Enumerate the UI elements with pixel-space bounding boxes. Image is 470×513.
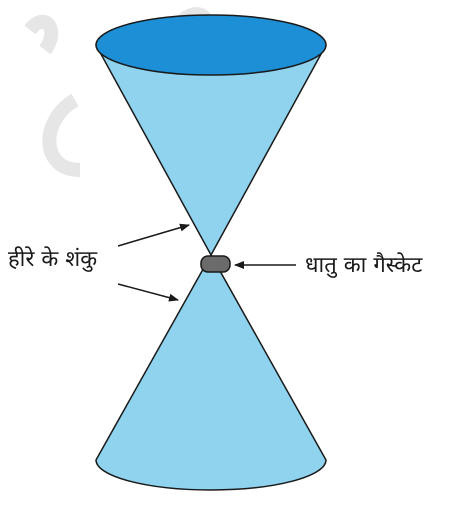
lower-diamond-cone: [95, 254, 327, 491]
upper-cone-body: [95, 44, 327, 256]
upper-diamond-cone: [95, 14, 327, 256]
metal-gasket: [200, 255, 231, 273]
diamond-cones-label: हीरे के शंकु: [8, 246, 98, 272]
metal-gasket-label: धातु का गैस्केट: [305, 252, 423, 278]
arrow-to-lower-cone: [117, 283, 179, 302]
lower-cone-body: [95, 254, 327, 491]
upper-cone-top-face: [95, 14, 327, 76]
arrow-to-upper-cone: [117, 223, 190, 247]
